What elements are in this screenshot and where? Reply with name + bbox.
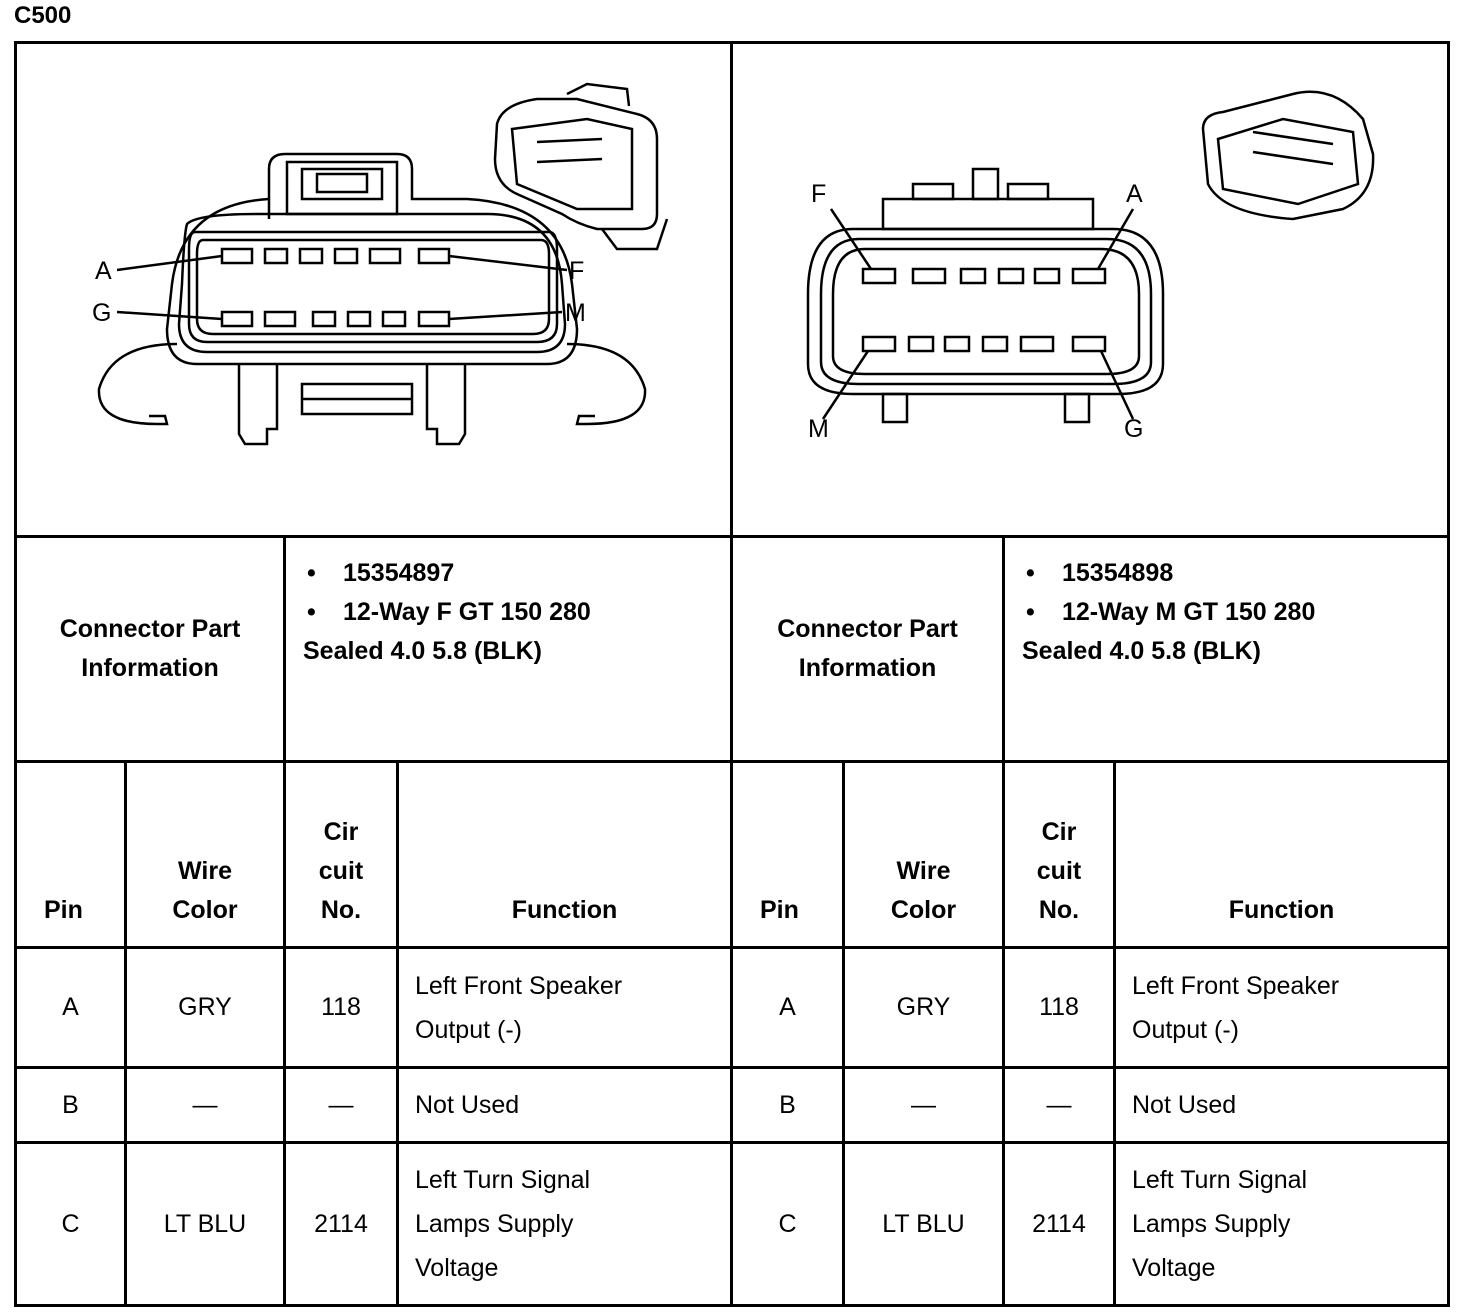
table-cell-function: Not Used xyxy=(399,1069,730,1141)
header-color-text: Color xyxy=(172,896,238,924)
part-description: 12-Way M GT 150 280 xyxy=(1062,598,1316,626)
table-cell-function: Left Front Speaker Output (-) xyxy=(399,949,730,1066)
table-cell-function: Left Front Speaker Output (-) xyxy=(1116,949,1447,1066)
header-cuit-text: cuit xyxy=(1036,857,1082,885)
function-line: Output (-) xyxy=(415,1015,522,1044)
header-pin: Pin xyxy=(733,763,842,946)
table-cell-pin: B xyxy=(62,1090,79,1119)
female-connector-diagram: A F G M xyxy=(92,82,669,446)
part-info-label: Connector Part Information xyxy=(733,538,1002,760)
table-cell-circuit: 118 xyxy=(1039,993,1079,1021)
part-info-label-text: Connector Part Information xyxy=(777,615,958,682)
pin-label-m: M xyxy=(565,299,586,327)
part-info-label-text: Connector Part Information xyxy=(59,615,241,682)
header-circuit-no: Cir cuit No. xyxy=(286,763,396,946)
bullet: • xyxy=(307,598,316,626)
header-no-text: No. xyxy=(1038,896,1080,924)
function-line: Output (-) xyxy=(1132,1015,1239,1044)
table-cell-circuit: 2114 xyxy=(1032,1209,1086,1238)
function-line: Left Front Speaker xyxy=(1132,971,1340,1000)
header-cir-text: Cir xyxy=(1041,818,1077,846)
table-cell-wire-color: GRY xyxy=(896,993,951,1021)
divider-part-right xyxy=(1002,535,1005,763)
header-pin: Pin xyxy=(17,763,124,946)
header-wire-color: Wire Color xyxy=(845,763,1002,946)
pin-label-a: A xyxy=(95,257,112,285)
divider-row-a xyxy=(14,1066,1450,1069)
header-function-text: Function xyxy=(511,896,618,924)
male-connector-diagram: F A M G xyxy=(806,90,1375,443)
divider-part-row xyxy=(14,760,1450,763)
function-line: Lamps Supply xyxy=(1132,1210,1291,1238)
table-cell-wire-color: GRY xyxy=(178,993,232,1021)
part-info-details: • 15354898 • 12-Way M GT 150 280 Sealed 4.… xyxy=(1005,538,1449,760)
table-cell-circuit: 2114 xyxy=(314,1209,368,1238)
table-cell-function: Not Used xyxy=(1116,1069,1447,1141)
table-cell-wire-color: — xyxy=(192,1090,218,1119)
col-divider xyxy=(124,760,127,1307)
header-cir-text: Cir xyxy=(323,818,359,846)
function-line: Lamps Supply xyxy=(415,1210,574,1238)
table-cell-circuit: 118 xyxy=(321,993,361,1021)
table-cell-circuit: — xyxy=(328,1090,354,1119)
part-description: 12-Way F GT 150 280 xyxy=(343,598,591,626)
header-wire-color: Wire Color xyxy=(127,763,283,946)
header-wire-text: Wire xyxy=(896,857,951,885)
function-line: Not Used xyxy=(1132,1091,1237,1119)
pin-label-f: F xyxy=(811,180,826,208)
pin-label-f: F xyxy=(569,257,584,285)
col-divider xyxy=(396,760,399,1307)
function-line: Not Used xyxy=(415,1091,520,1119)
header-wire-text: Wire xyxy=(178,857,232,885)
table-cell-function: Left Turn Signal Lamps Supply Voltage xyxy=(1116,1144,1447,1304)
table-cell-wire-color: LT BLU xyxy=(882,1209,965,1238)
part-description-cont: Sealed 4.0 5.8 (BLK) xyxy=(303,637,542,665)
col-divider xyxy=(1002,760,1005,1307)
table-cell-wire-color: — xyxy=(911,1090,936,1119)
table-cell-pin: B xyxy=(779,1090,796,1119)
table-cell-pin: A xyxy=(779,993,796,1021)
col-divider xyxy=(842,760,845,1307)
table-cell-pin: C xyxy=(61,1209,80,1238)
header-no-text: No. xyxy=(320,896,362,924)
function-line: Left Front Speaker xyxy=(415,971,623,1000)
function-line: Voltage xyxy=(415,1254,499,1282)
function-line: Voltage xyxy=(1132,1254,1216,1282)
divider-row-b xyxy=(14,1141,1450,1144)
header-pin-text: Pin xyxy=(44,896,83,924)
table-cell-pin: A xyxy=(62,993,79,1021)
pin-label-g: G xyxy=(1124,415,1143,443)
part-info-details: • 15354897 • 12-Way F GT 150 280 Sealed 4.… xyxy=(286,538,730,760)
pin-label-a: A xyxy=(1126,180,1143,208)
header-pin-text: Pin xyxy=(760,896,799,924)
header-cuit-text: cuit xyxy=(318,857,364,885)
table-cell-circuit: — xyxy=(1046,1090,1072,1119)
header-circuit-no: Cir cuit No. xyxy=(1005,763,1113,946)
part-description-cont: Sealed 4.0 5.8 (BLK) xyxy=(1022,637,1261,665)
part-info-label: Connector Part Information xyxy=(17,538,283,760)
col-divider xyxy=(283,760,286,1307)
table-cell-function: Left Turn Signal Lamps Supply Voltage xyxy=(399,1144,730,1304)
header-function: Function xyxy=(1116,763,1447,946)
function-line: Left Turn Signal xyxy=(1132,1166,1308,1194)
bullet: • xyxy=(307,559,316,587)
header-color-text: Color xyxy=(890,896,957,924)
bullet: • xyxy=(1026,559,1035,587)
connector-title: C500 xyxy=(14,2,72,29)
part-number: 15354897 xyxy=(343,559,455,587)
divider-header-row xyxy=(14,946,1450,949)
center-divider xyxy=(730,41,733,1307)
header-function-text: Function xyxy=(1228,896,1335,924)
divider-part-left xyxy=(283,535,286,763)
col-divider xyxy=(1113,760,1116,1307)
pin-label-g: G xyxy=(92,299,111,327)
header-function: Function xyxy=(399,763,730,946)
bullet: • xyxy=(1026,598,1035,626)
table-cell-pin: C xyxy=(778,1209,797,1238)
function-line: Left Turn Signal xyxy=(415,1166,591,1194)
part-number: 15354898 xyxy=(1062,559,1174,587)
pin-label-m: M xyxy=(808,415,829,443)
table-cell-wire-color: LT BLU xyxy=(163,1209,247,1238)
divider-image-row xyxy=(14,535,1450,538)
